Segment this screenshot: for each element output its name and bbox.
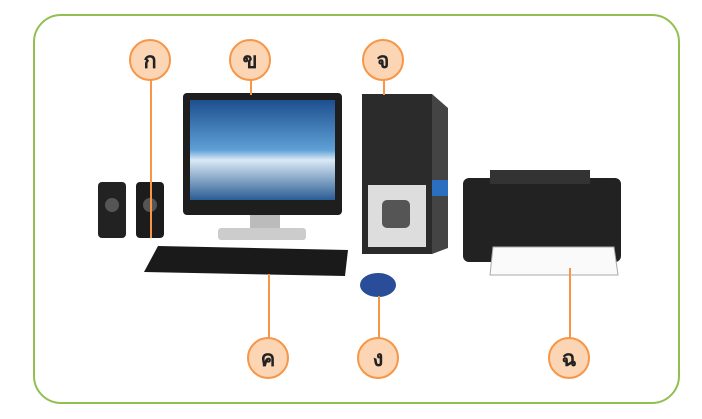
label-printer: ฉ bbox=[548, 337, 590, 379]
label-speakers: ก bbox=[129, 39, 171, 81]
system-unit-image bbox=[362, 94, 448, 254]
system-unit-leader-line bbox=[383, 80, 385, 95]
label-keyboard: ค bbox=[247, 337, 289, 379]
keyboard-image bbox=[144, 246, 348, 276]
label-mouse: ง bbox=[357, 337, 399, 379]
label-system-unit: จ bbox=[362, 39, 404, 81]
printer-leader-line bbox=[569, 268, 571, 338]
monitor-leader-line bbox=[250, 80, 252, 95]
mouse-leader-line bbox=[378, 296, 380, 338]
monitor-image bbox=[183, 93, 342, 240]
keyboard-leader-line bbox=[268, 274, 270, 338]
diagram-frame bbox=[33, 14, 680, 404]
speakers-image bbox=[98, 182, 164, 238]
mouse-image bbox=[360, 273, 396, 297]
printer-image bbox=[463, 170, 621, 276]
speakers-leader-line bbox=[150, 80, 152, 238]
label-monitor: ข bbox=[229, 39, 271, 81]
